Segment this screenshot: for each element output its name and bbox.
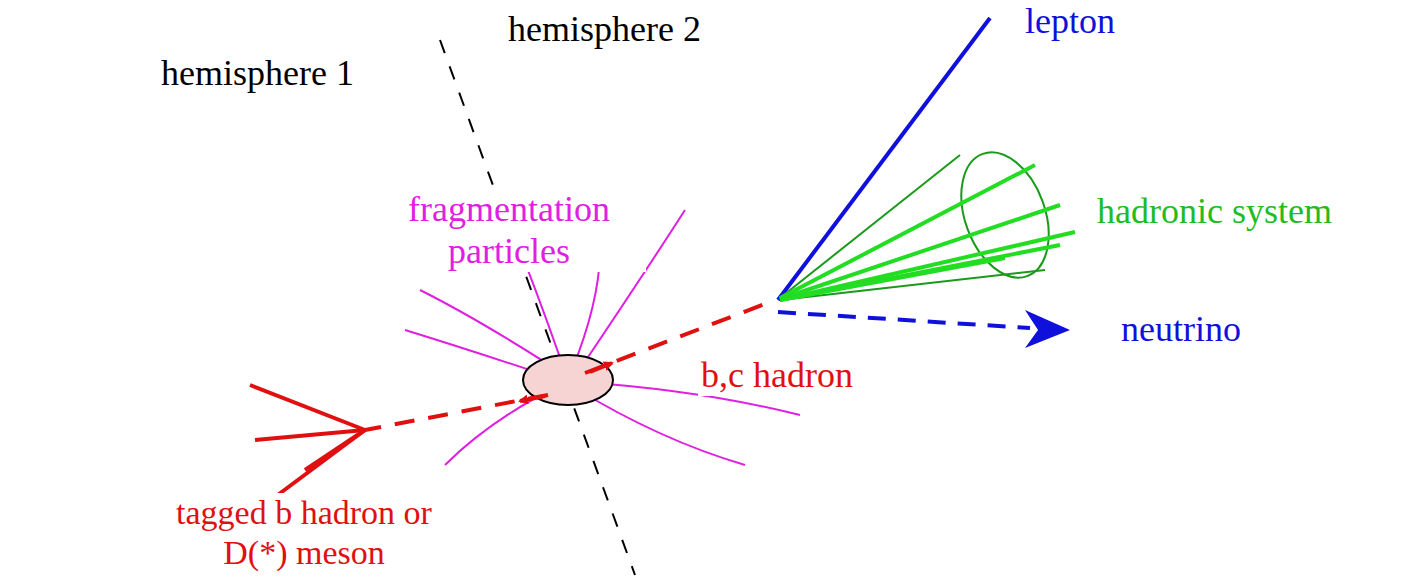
neutrino-arrowhead bbox=[1025, 310, 1070, 348]
particle-label: lepton bbox=[1022, 0, 1118, 42]
particle-label: tagged b hadron or D(*) meson bbox=[170, 493, 438, 573]
neutrino-track bbox=[778, 312, 1030, 328]
particle-label: neutrino bbox=[1118, 308, 1244, 350]
particle-label: b,c hadron bbox=[698, 354, 856, 396]
particle-label: fragmentation particles bbox=[372, 188, 646, 272]
region-label: hemisphere 2 bbox=[505, 8, 704, 50]
particle-label: hadronic system bbox=[1094, 190, 1335, 232]
hemisphere-divider bbox=[440, 40, 635, 575]
hadronic-cone bbox=[780, 140, 1075, 300]
region-label: hemisphere 1 bbox=[158, 52, 357, 94]
tagged-decay-tracks bbox=[250, 385, 365, 497]
